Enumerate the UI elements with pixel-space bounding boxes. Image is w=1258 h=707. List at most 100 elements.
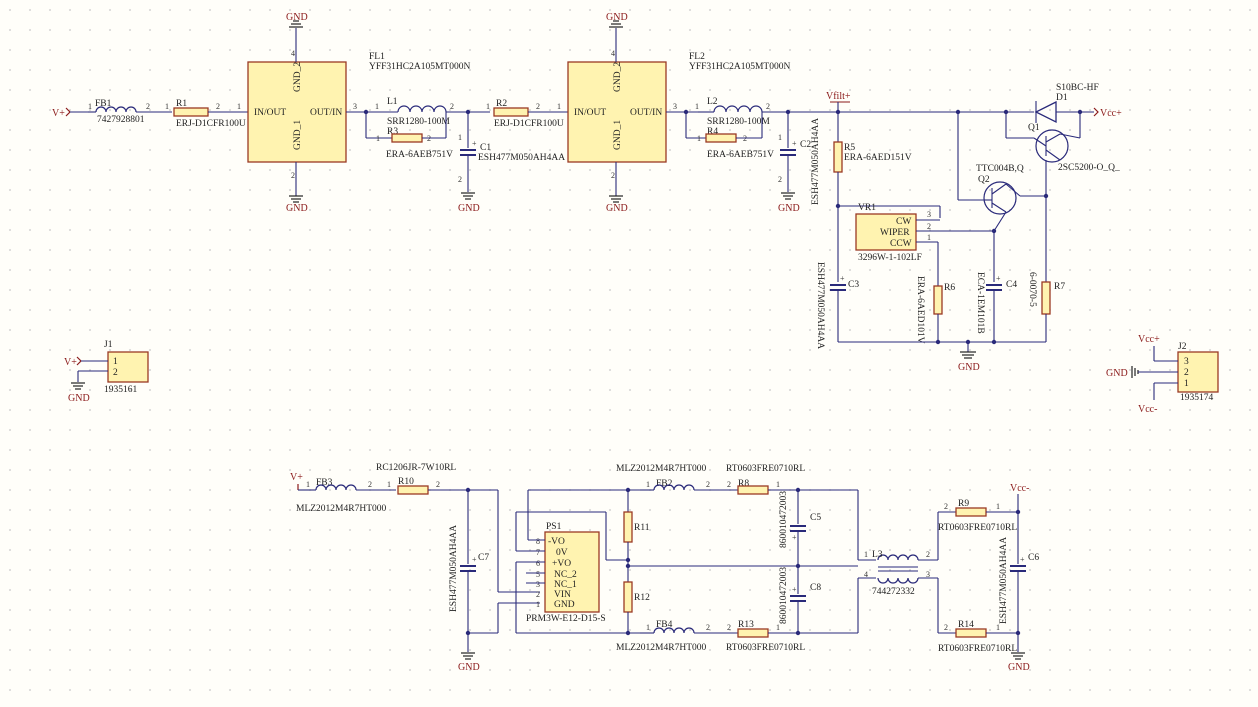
resistor-r11[interactable]: R11 [623, 511, 650, 543]
transistor-q1[interactable]: Q1 2SC5200-O_Q_ [1028, 123, 1120, 173]
svg-text:ESH477M050AH4AA: ESH477M050AH4AA [815, 262, 825, 349]
svg-text:MLZ2012M4R7HT000: MLZ2012M4R7HT000 [296, 504, 387, 514]
svg-text:GND: GND [286, 12, 308, 23]
svg-text:CCW: CCW [890, 239, 912, 249]
svg-text:Vcc+: Vcc+ [1138, 334, 1160, 345]
svg-text:1: 1 [776, 480, 780, 489]
gnd-symbol: GND [68, 382, 90, 404]
svg-text:1: 1 [646, 480, 650, 489]
connector-j2[interactable]: J2 1935174 3 2 1 [1177, 342, 1219, 403]
gnd-symbol: GND [606, 12, 628, 28]
resistor-r5[interactable]: R5 ERA-6AED151V [833, 141, 912, 173]
svg-text:1: 1 [237, 102, 241, 111]
resistor-r12[interactable]: R12 [623, 581, 650, 613]
svg-text:D1: D1 [1056, 93, 1068, 103]
svg-text:PS1: PS1 [546, 522, 562, 532]
potentiometer-vr1[interactable]: CW WIPER CCW VR1 3296W-1-102LF 321 [855, 203, 931, 263]
svg-text:1: 1 [778, 133, 782, 142]
svg-text:860010472003: 860010472003 [779, 567, 789, 624]
capacitor-c5[interactable]: + C5 860010472003 [779, 491, 821, 548]
svg-text:2: 2 [291, 171, 295, 180]
svg-text:Vcc-: Vcc- [1138, 404, 1157, 415]
svg-text:L2: L2 [707, 97, 718, 107]
svg-text:8: 8 [536, 537, 540, 546]
svg-text:GND_2: GND_2 [293, 62, 303, 92]
svg-text:VR1: VR1 [858, 203, 876, 213]
svg-text:2: 2 [727, 623, 731, 632]
svg-text:MLZ2012M4R7HT000: MLZ2012M4R7HT000 [616, 464, 707, 474]
svg-text:6-0070-5: 6-0070-5 [1027, 272, 1037, 307]
svg-text:4: 4 [864, 570, 868, 579]
svg-text:J2: J2 [1178, 342, 1187, 352]
diode-d1[interactable]: S10BC-HF D1 [1034, 83, 1099, 124]
svg-text:2: 2 [727, 480, 731, 489]
resistor-r6[interactable]: R6 ERA-6AED101V [915, 276, 955, 344]
svg-text:R11: R11 [634, 523, 650, 533]
svg-text:860010472003: 860010472003 [779, 491, 789, 548]
power-module-ps1[interactable]: -VO 0V +VO NC_2 NC_1 VIN GND PS1 PRM3W-E… [526, 522, 606, 624]
svg-text:7427928801: 7427928801 [97, 115, 145, 125]
gnd-symbol: GND [458, 652, 480, 673]
filter-fl1[interactable]: IN/OUT OUT/IN GND_2 GND_1 FL1 YFF31HC2A1… [237, 49, 470, 180]
svg-text:Q1: Q1 [1028, 123, 1040, 133]
svg-text:1: 1 [996, 623, 1000, 632]
vplus-bottom-port: V+ [290, 472, 303, 490]
transistor-q2[interactable]: Q2 TTC004B,Q [976, 164, 1024, 215]
svg-text:Vfilt+: Vfilt+ [826, 91, 851, 102]
capacitor-c6[interactable]: + C6 ESH477M050AH4AA [999, 537, 1039, 624]
capacitor-c4[interactable]: + C4 ECA-1EM101B [975, 272, 1017, 334]
svg-text:+: + [472, 555, 477, 564]
capacitor-c2[interactable]: + C2 ESH477M050AH4AA 12 [778, 118, 821, 205]
capacitor-c8[interactable]: + C8 860010472003 [779, 567, 821, 624]
capacitor-c3[interactable]: + C3 ESH477M050AH4AA [815, 262, 859, 349]
svg-text:3: 3 [1184, 357, 1189, 367]
svg-text:+: + [1020, 555, 1025, 564]
svg-text:R5: R5 [844, 143, 855, 153]
svg-text:ESH477M050AH4AA: ESH477M050AH4AA [999, 537, 1009, 624]
svg-text:2: 2 [436, 480, 440, 489]
svg-text:2: 2 [536, 102, 540, 111]
svg-text:R4: R4 [707, 127, 718, 137]
gnd-symbol: GND [458, 192, 480, 214]
svg-text:RT0603FRE0710RL: RT0603FRE0710RL [938, 523, 1017, 533]
svg-text:IN/OUT: IN/OUT [574, 108, 606, 118]
svg-text:GND_1: GND_1 [293, 120, 303, 150]
capacitor-c1[interactable]: + C1 ESH477M050AH4AA 12 [458, 133, 565, 184]
connector-j1[interactable]: J1 1935161 1 2 [104, 340, 149, 395]
svg-text:RT0603FRE0710RL: RT0603FRE0710RL [726, 464, 805, 474]
svg-text:FB1: FB1 [95, 99, 112, 109]
gnd-symbol: GND [778, 192, 800, 214]
filter-fl2[interactable]: IN/OUT OUT/IN GND_2 GND_1 FL2 YFF31HC2A1… [557, 49, 790, 180]
capacitor-c7[interactable]: + C7 ESH477M050AH4AA [449, 525, 489, 612]
svg-text:R8: R8 [738, 479, 749, 489]
svg-text:FB4: FB4 [656, 620, 673, 630]
svg-text:GND: GND [458, 203, 480, 214]
vplus-j1-port: V+ [64, 356, 82, 368]
svg-text:SRR1280-100M: SRR1280-100M [387, 117, 450, 127]
gnd-symbol: GND [1008, 652, 1030, 673]
svg-text:ERA-6AEB751V: ERA-6AEB751V [386, 150, 453, 160]
svg-text:CW: CW [896, 217, 911, 227]
svg-text:FB3: FB3 [316, 478, 333, 488]
svg-text:S10BC-HF: S10BC-HF [1056, 83, 1099, 93]
svg-text:R14: R14 [958, 620, 974, 630]
svg-text:3296W-1-102LF: 3296W-1-102LF [858, 253, 922, 263]
svg-text:ERA-6AEB751V: ERA-6AEB751V [707, 150, 774, 160]
svg-text:GND: GND [458, 662, 480, 673]
gnd-j2-label: GND [1106, 366, 1139, 379]
